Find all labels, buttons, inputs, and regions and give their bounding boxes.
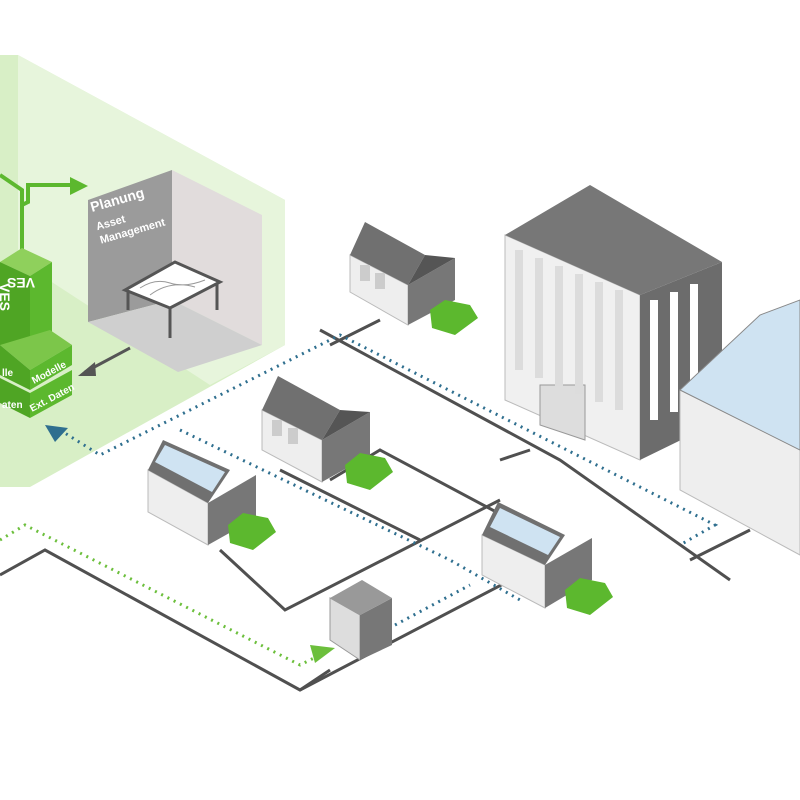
house-middle bbox=[261, 376, 393, 490]
green-data-link bbox=[0, 523, 321, 667]
house-solar-right bbox=[481, 502, 613, 615]
ves-label-left: VES bbox=[0, 283, 13, 311]
green-arrow-icon bbox=[310, 645, 335, 663]
house-top bbox=[349, 222, 478, 335]
house-solar-left bbox=[147, 440, 276, 550]
data-links bbox=[59, 333, 719, 627]
warehouse-solar bbox=[679, 299, 800, 556]
office-building bbox=[504, 185, 722, 461]
tier1-left-label: lle bbox=[2, 368, 14, 379]
planning-room bbox=[78, 170, 262, 376]
tier2-left-label: aten bbox=[2, 400, 23, 411]
blue-arrow-icon bbox=[45, 425, 68, 442]
ves-label-front: VES bbox=[7, 275, 35, 291]
flow-arrow-icon bbox=[70, 177, 88, 195]
ves-tower bbox=[0, 173, 88, 418]
power-cables bbox=[0, 318, 751, 692]
transformer-station bbox=[329, 580, 392, 661]
